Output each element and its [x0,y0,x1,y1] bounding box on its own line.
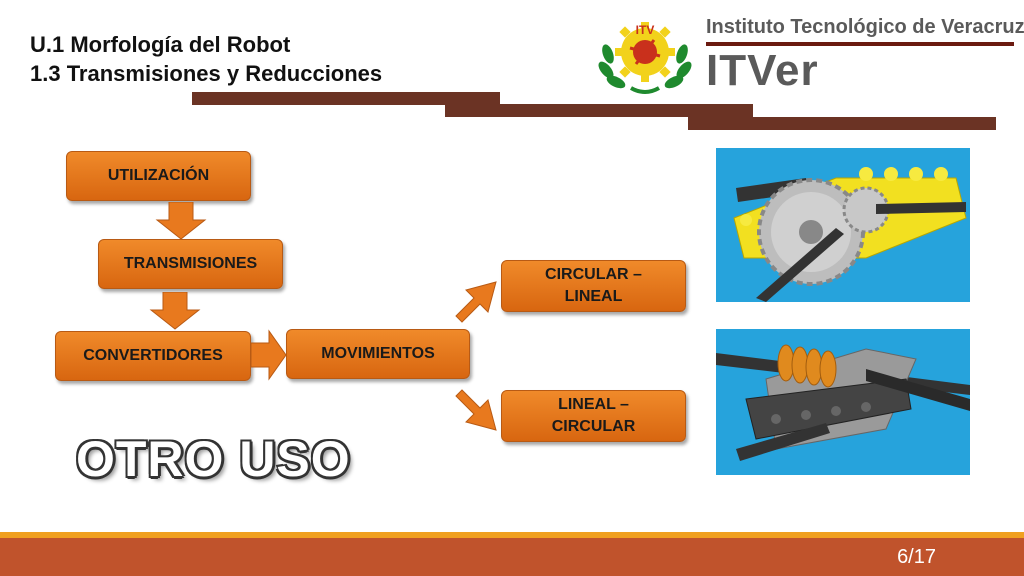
decor-bar-1 [192,92,500,105]
worm-gear-image [716,329,970,475]
arrow-right-icon [251,329,287,381]
institution-logo: ITV Instituto Tecnológico de Veracruz IT… [596,14,1024,96]
unit-title: U.1 Morfología del Robot [30,32,291,57]
institution-name: Instituto Tecnológico de Veracruz [706,16,1024,38]
decor-bar-2 [445,104,753,117]
box-circular-lineal: CIRCULAR – LINEAL [501,260,686,312]
box-transmisiones: TRANSMISIONES [98,239,283,289]
box-convertidores: CONVERTIDORES [55,331,251,381]
arrow-up-right-icon [455,281,497,323]
decor-bar-3 [688,117,996,130]
arrow-down-right-icon [455,389,497,431]
section-title: 1.3 Transmisiones y Reducciones [30,61,383,86]
institution-underline [706,42,1014,46]
seal-text: ITV [636,23,655,37]
box-utilizacion: UTILIZACIÓN [66,151,251,201]
arrow-down-icon [149,292,201,330]
slide-title: U.1 Morfología del Robot 1.3 Transmision… [30,30,382,88]
headline: OTRO USO [76,431,351,487]
page-number: 6/17 [897,546,936,568]
brand-name: ITVer [706,46,819,95]
footer-bar: 6/17 [0,538,1024,576]
rack-gear-image [716,148,970,302]
box-lineal-circular: LINEAL – CIRCULAR [501,390,686,442]
box-movimientos: MOVIMIENTOS [286,329,470,379]
itv-seal-icon: ITV [598,22,692,94]
arrow-down-icon [155,202,207,240]
footer-accent-line [0,532,1024,538]
